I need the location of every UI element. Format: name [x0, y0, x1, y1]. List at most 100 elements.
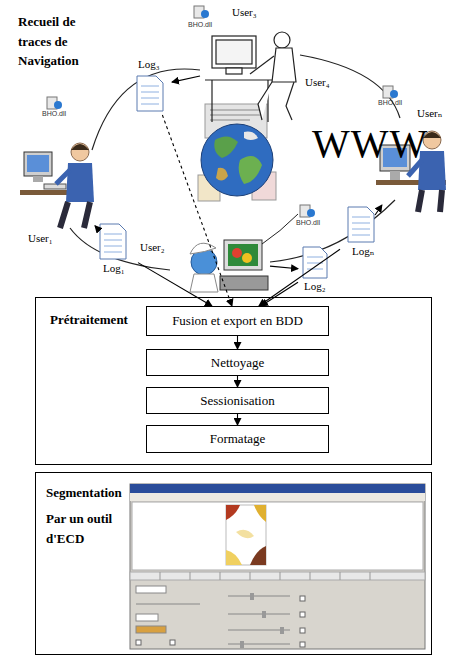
- leader-line: [262, 214, 298, 244]
- web-label: WWW: [312, 120, 422, 168]
- software-screenshot: [250, 572, 251, 580]
- user3-figure: [272, 48, 296, 82]
- bho-icon: [307, 209, 315, 217]
- flow-arrow: [270, 266, 298, 269]
- user2-figure: [224, 240, 262, 270]
- log-lines: [352, 229, 370, 230]
- software-screenshot: [160, 572, 161, 580]
- process-box: Fusion et export en BDD: [146, 306, 329, 336]
- log-lines: [141, 86, 159, 87]
- file-name: BHO.dll: [188, 21, 228, 29]
- log-document: [303, 247, 327, 278]
- user2-figure: [220, 276, 268, 290]
- log-document: [348, 207, 374, 242]
- usern-figure: [423, 131, 441, 149]
- software-screenshot: [190, 572, 191, 580]
- process-box: Sessionisation: [146, 387, 329, 414]
- log-lines: [352, 235, 370, 236]
- log-lines: [104, 240, 122, 241]
- software-screenshot: [250, 546, 266, 565]
- software-screenshot: [228, 614, 290, 615]
- globe-picture: [244, 132, 258, 140]
- flow-arrow: [237, 336, 238, 349]
- user1-figure: [56, 170, 70, 184]
- software-screenshot: [136, 604, 200, 605]
- log-lines: [104, 86, 370, 269]
- user3-figure: [216, 40, 252, 64]
- software-screenshot: [254, 505, 266, 522]
- user-node: User₂: [138, 225, 270, 295]
- file-name: BHO.dll: [42, 110, 82, 118]
- software-screenshot: [136, 626, 166, 633]
- node-text: Log₂: [304, 280, 334, 293]
- user3-figure: [274, 32, 290, 48]
- log-document: [100, 76, 374, 278]
- node-text: Segmentation: [46, 483, 136, 503]
- software-screenshot: [300, 612, 305, 617]
- log-node: Logₙ: [340, 205, 385, 262]
- software-screenshot: [130, 572, 425, 580]
- software-screenshot: [136, 640, 141, 645]
- log-lines: [307, 257, 323, 258]
- software-screenshot: [300, 628, 305, 633]
- user3-figure: [267, 80, 268, 122]
- user3-figure: [212, 36, 256, 68]
- log-lines: [307, 263, 323, 264]
- log-node: Log₁: [95, 222, 138, 278]
- log-lines: [352, 223, 370, 224]
- log-document: [137, 76, 163, 111]
- node-text: Log₃: [138, 58, 172, 71]
- usern-figure: [418, 190, 442, 212]
- log-lines: [104, 252, 122, 253]
- node-text: User₃: [232, 6, 282, 19]
- user3-figure: [205, 79, 275, 80]
- user-node: User₁: [20, 120, 96, 248]
- step-text: Formatage: [210, 431, 266, 447]
- user1-figure: [71, 143, 89, 161]
- file-name: BHO.dll: [296, 219, 336, 227]
- network-ring: [300, 55, 400, 118]
- globe-picture: [210, 120, 250, 121]
- network-ring: [270, 200, 395, 262]
- log-lines: [141, 92, 159, 93]
- user1-figure: [44, 184, 66, 189]
- user1-figure: [66, 163, 94, 202]
- flow-arrow: [162, 115, 232, 306]
- software-screenshot: [280, 572, 281, 580]
- file-name: BHO.dll: [378, 99, 418, 107]
- user2-figure: [190, 274, 218, 292]
- flow-arrow: [261, 282, 298, 306]
- flow-arrow: [95, 226, 96, 227]
- user2-figure: [190, 240, 268, 292]
- software-screenshot: [300, 596, 305, 601]
- user2-figure: [232, 248, 242, 258]
- user3-figure: [250, 56, 274, 74]
- software-screenshot: [280, 627, 284, 634]
- step-text: Fusion et export en BDD: [172, 313, 303, 329]
- software-screenshot: [240, 641, 244, 648]
- software-screenshot: [236, 530, 254, 539]
- stage-box: SegmentationPar un outil d'ECD: [35, 472, 432, 655]
- flow-arrow: [138, 263, 212, 306]
- software-screenshot: [228, 644, 290, 645]
- node-text: User₁: [28, 232, 78, 245]
- user1-figure: [60, 202, 90, 228]
- log-lines: [104, 246, 122, 247]
- software-screenshot: [132, 502, 423, 570]
- user-node: User₃: [200, 4, 305, 125]
- flow-arrow: [172, 76, 200, 82]
- software-screenshot: [130, 484, 425, 649]
- bho-icon: [47, 6, 398, 217]
- software-screenshot: [226, 550, 242, 565]
- globe-picture: [201, 124, 273, 196]
- software-screenshot: [130, 493, 425, 501]
- globe-picture: [210, 110, 262, 111]
- user3-figure: [258, 82, 272, 120]
- node-text: Log₁: [103, 262, 137, 275]
- software-screenshot: [340, 572, 341, 580]
- node-text: Prétraitement: [50, 310, 150, 330]
- software-screenshot: [250, 593, 254, 600]
- globe-picture: [216, 168, 228, 181]
- process-box: Nettoyage: [146, 349, 329, 376]
